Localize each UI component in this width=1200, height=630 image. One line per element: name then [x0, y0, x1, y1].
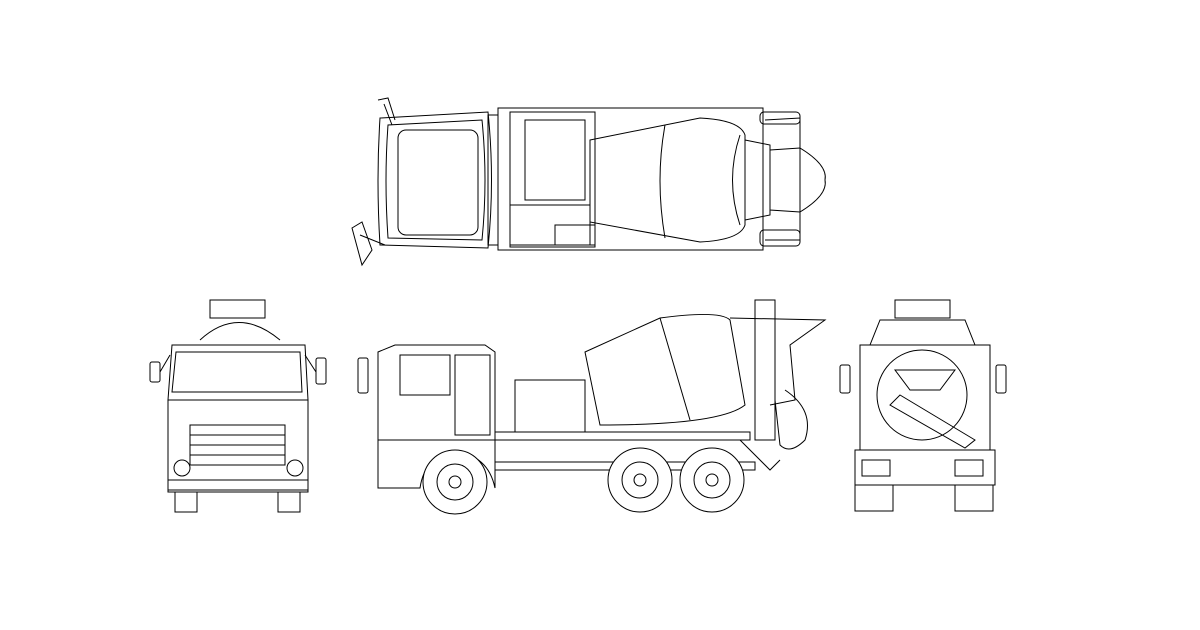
front-view	[149, 299, 327, 513]
wheel-rear-1	[607, 447, 673, 513]
top-view	[351, 97, 826, 267]
wheel-front	[422, 449, 488, 515]
wheel-rear-2	[679, 447, 745, 513]
side-view	[357, 299, 827, 515]
rear-view	[839, 299, 1007, 512]
